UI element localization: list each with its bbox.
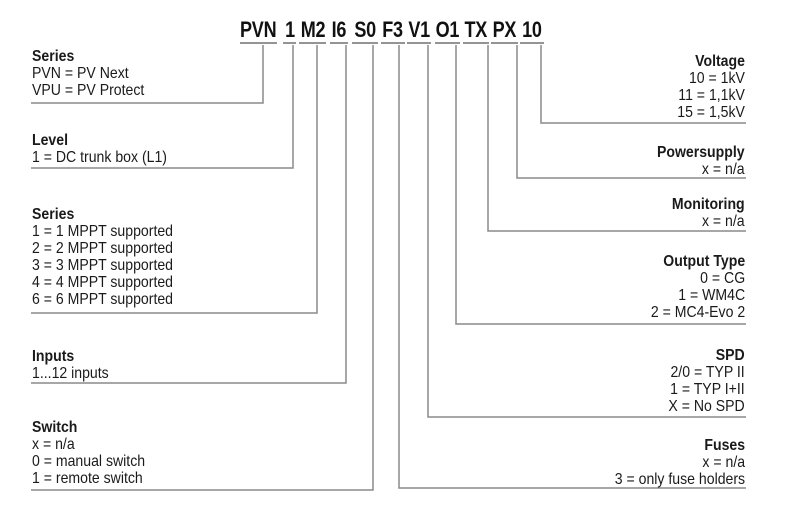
section-output-type: Output Type 0 = CG 1 = WM4C 2 = MC4-Evo … (651, 253, 745, 321)
code-segment: O1 (435, 16, 460, 44)
section-title: Switch (32, 419, 78, 436)
connector-series-mppt (31, 45, 318, 314)
section-entry: PVN = PV Next (32, 65, 129, 82)
section-series-mppt: Series 1 = 1 MPPT supported 2 = 2 MPPT s… (32, 206, 173, 308)
section-entry: 1 = remote switch (32, 470, 143, 487)
section-entry: 1 = WM4C (678, 287, 745, 304)
section-title: Series (32, 48, 75, 65)
section-entry: 10 = 1kV (689, 70, 745, 87)
code-segment: I6 (330, 16, 348, 44)
section-entry: 6 = 6 MPPT supported (32, 291, 174, 308)
connector-voltage (540, 45, 746, 124)
code-segment-label: M2 (300, 17, 325, 42)
section-entry: x = n/a (32, 436, 75, 453)
section-spd: SPD 2/0 = TYP II 1 = TYP I+II X = No SPD (669, 347, 745, 415)
section-inputs: Inputs 1...12 inputs (32, 348, 109, 382)
section-entry: 2 = MC4-Evo 2 (650, 304, 745, 321)
connector-output-type (455, 45, 746, 325)
section-entry: x = n/a (702, 213, 745, 230)
section-monitoring: Monitoring x = n/a (672, 196, 745, 230)
connector-switch (31, 45, 374, 491)
connector-fuses (398, 45, 746, 489)
section-title: Series (32, 206, 75, 223)
code-segment-label: O1 (435, 17, 460, 42)
section-entry: 0 = manual switch (32, 453, 146, 470)
section-series-brand: Series PVN = PV Next VPU = PV Protect (32, 48, 144, 99)
code-segment: M2 (299, 16, 326, 44)
section-voltage: Voltage 10 = 1kV 11 = 1,1kV 15 = 1,5kV (677, 53, 745, 121)
code-segment: PX (491, 16, 518, 44)
section-entry: 1...12 inputs (32, 365, 109, 382)
connector-monitoring (487, 45, 746, 232)
section-entry: 2/0 = TYP II (670, 364, 745, 381)
section-title: Fuses (704, 437, 745, 454)
code-segment-label: PX (492, 17, 517, 42)
section-title: SPD (716, 347, 745, 364)
code-segment: PVN (240, 16, 277, 44)
code-segment-label: I6 (331, 17, 347, 42)
code-segment-label: TX (464, 17, 488, 42)
section-entry: x = n/a (702, 454, 745, 471)
section-powersupply: Powersupply x = n/a (657, 144, 745, 178)
code-segment: 10 (520, 16, 544, 44)
section-fuses: Fuses x = n/a 3 = only fuse holders (615, 437, 745, 488)
section-title: Output Type (663, 253, 745, 270)
section-entry: 3 = 3 MPPT supported (32, 257, 174, 274)
section-switch: Switch x = n/a 0 = manual switch 1 = rem… (32, 419, 145, 487)
section-title: Monitoring (672, 196, 745, 213)
section-title: Level (32, 132, 69, 149)
connector-level (31, 45, 294, 169)
code-segment-label: 10 (522, 17, 542, 42)
connector-series-brand (31, 45, 264, 104)
code-segment: F3 (381, 16, 405, 44)
connector-spd (427, 45, 746, 418)
section-entry: 15 = 1,5kV (677, 104, 745, 121)
section-entry: 2 = 2 MPPT supported (32, 240, 174, 257)
connector-inputs (31, 45, 347, 384)
section-title: Voltage (695, 53, 745, 70)
code-segment: TX (463, 16, 489, 44)
code-segment-label: F3 (382, 17, 404, 42)
section-title: Inputs (32, 348, 75, 365)
code-segment-label: S0 (354, 17, 376, 42)
code-segment-label: PVN (240, 17, 277, 42)
section-entry: 1 = TYP I+II (670, 381, 745, 398)
section-entry: 4 = 4 MPPT supported (32, 274, 174, 291)
code-segment: S0 (352, 16, 378, 44)
code-segment-label: 1 (284, 17, 295, 42)
section-title: Powersupply (657, 144, 745, 161)
section-entry: x = n/a (702, 161, 745, 178)
section-entry: 1 = DC trunk box (L1) (32, 149, 167, 166)
section-entry: X = No SPD (668, 398, 745, 415)
connector-powersupply (516, 45, 746, 179)
section-entry: 1 = 1 MPPT supported (32, 223, 174, 240)
code-segment: 1 (283, 16, 296, 44)
code-segment: V1 (407, 16, 431, 44)
section-entry: 0 = CG (699, 270, 745, 287)
section-entry: 11 = 1,1kV (678, 87, 745, 104)
section-level: Level 1 = DC trunk box (L1) (32, 132, 167, 166)
section-entry: 3 = only fuse holders (614, 471, 745, 488)
code-segment-label: V1 (408, 17, 430, 42)
section-entry: VPU = PV Protect (32, 82, 145, 99)
